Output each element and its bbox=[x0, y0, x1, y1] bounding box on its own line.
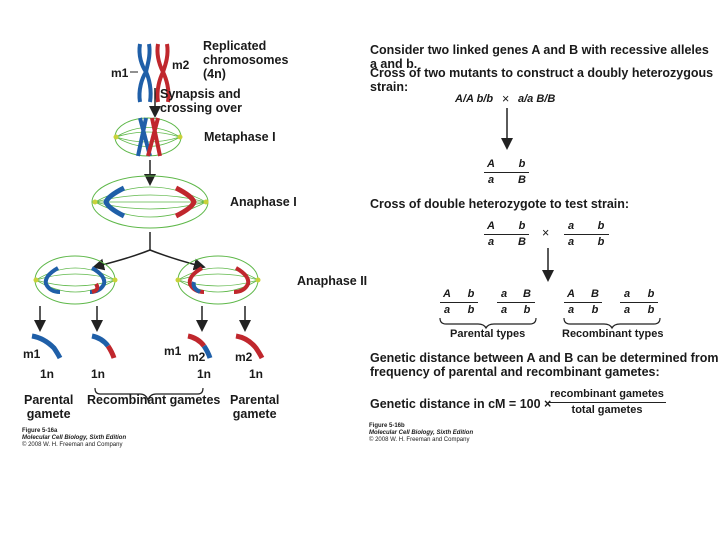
off1-bottom-2: b bbox=[464, 304, 478, 316]
off3-top-2: B bbox=[588, 288, 602, 300]
off4-bottom-2: b bbox=[644, 304, 658, 316]
off4-top-1: a bbox=[620, 288, 634, 300]
recombinant-types-brace bbox=[564, 318, 660, 328]
tc-het-bottom-2: B bbox=[515, 236, 529, 248]
test-top-2: b bbox=[594, 220, 608, 232]
het-bottom-a: a bbox=[484, 174, 498, 186]
test-bottom-2: b bbox=[594, 236, 608, 248]
off3-bottom-1: a bbox=[564, 304, 578, 316]
parental-brace bbox=[440, 318, 536, 328]
off1-bottom-1: a bbox=[440, 304, 454, 316]
off3-top-1: A bbox=[564, 288, 578, 300]
cross2-title: Cross of double heterozygote to test str… bbox=[370, 197, 629, 211]
recombinant-types-label: Recombinant types bbox=[562, 328, 663, 340]
copyright-b: © 2008 W. H. Freeman and Company bbox=[369, 437, 473, 444]
formula-left: Genetic distance in cM = 100 × bbox=[370, 397, 551, 411]
off4-top-2: b bbox=[644, 288, 658, 300]
test-top-1: a bbox=[564, 220, 578, 232]
off2-top-1: a bbox=[497, 288, 511, 300]
het-top-a: A bbox=[484, 158, 498, 170]
tc-het-bottom-1: a bbox=[484, 236, 498, 248]
off2-bottom-1: a bbox=[497, 304, 511, 316]
formula-numerator: recombinant gametes bbox=[548, 388, 666, 400]
cross1-times: × bbox=[502, 92, 509, 106]
formula-denominator: total gametes bbox=[548, 404, 666, 416]
distance-text-line2: frequency of parental and recombinant ga… bbox=[370, 365, 718, 379]
parental-types-label: Parental types bbox=[450, 328, 525, 340]
tc-het-top-2: b bbox=[515, 220, 529, 232]
cross1-right-genotype: a/a B/B bbox=[518, 93, 555, 105]
het-bottom-b: B bbox=[515, 174, 529, 186]
test-bottom-1: a bbox=[564, 236, 578, 248]
off1-top-2: b bbox=[464, 288, 478, 300]
tc-het-top-1: A bbox=[484, 220, 498, 232]
cross1-left-genotype: A/A b/b bbox=[455, 93, 493, 105]
off1-top-1: A bbox=[440, 288, 454, 300]
het-top-b: b bbox=[515, 158, 529, 170]
distance-text-line1: Genetic distance between A and B can be … bbox=[370, 351, 718, 365]
off3-bottom-2: b bbox=[588, 304, 602, 316]
cross1-title: Cross of two mutants to construct a doub… bbox=[370, 66, 720, 94]
book-title-b: Molecular Cell Biology, Sixth Edition bbox=[369, 430, 473, 437]
off4-bottom-1: a bbox=[620, 304, 634, 316]
off2-bottom-2: b bbox=[520, 304, 534, 316]
cross2-times: × bbox=[542, 226, 549, 240]
figure-ref-b: Figure 5-16b bbox=[369, 423, 473, 430]
off2-top-2: B bbox=[520, 288, 534, 300]
